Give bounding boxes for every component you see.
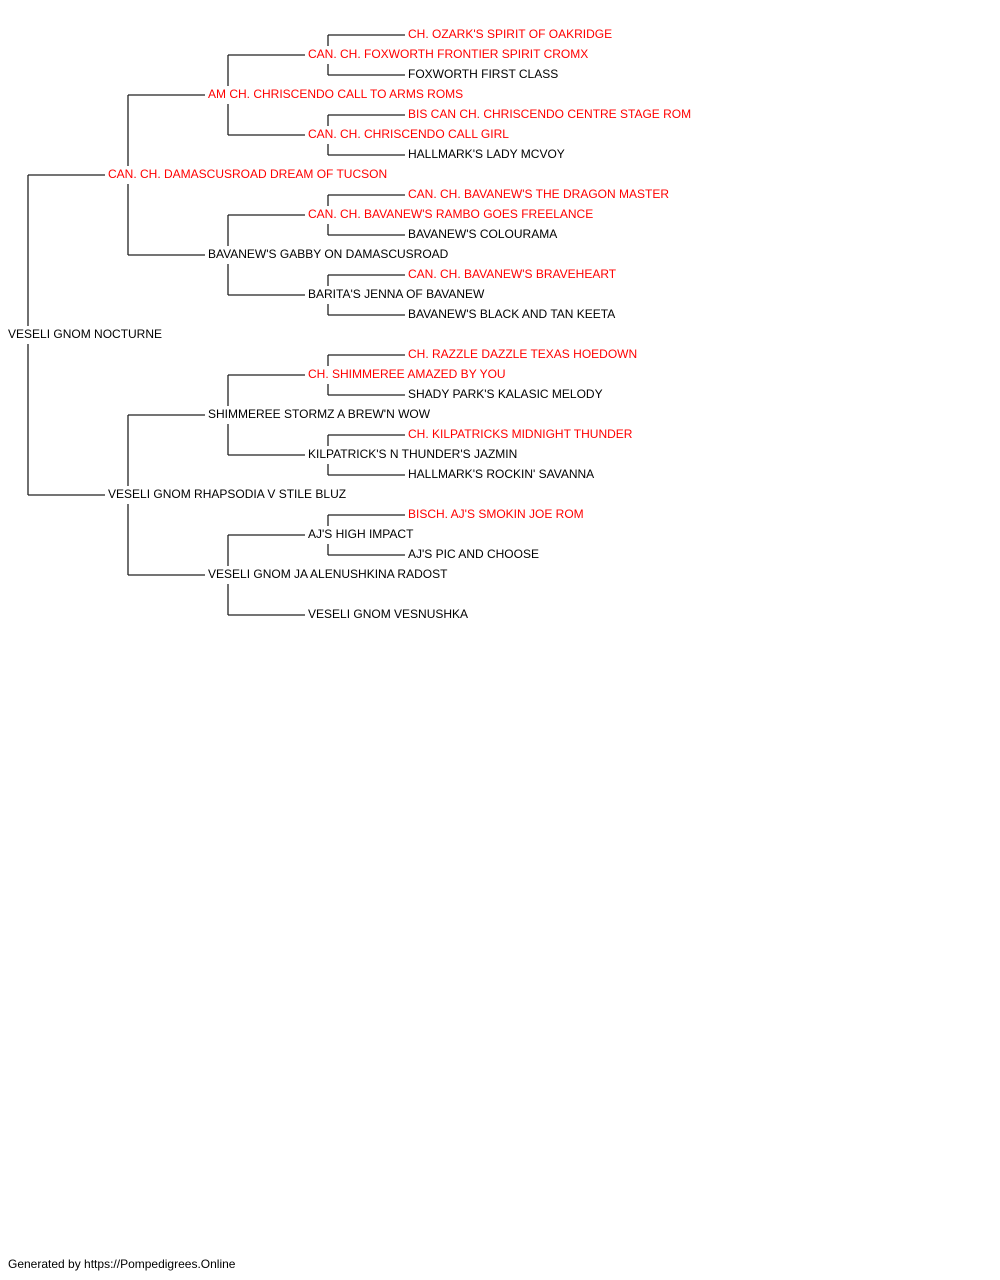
dog-name: BIS CAN CH. CHRISCENDO CENTRE STAGE ROM	[408, 107, 692, 121]
dog-name: HALLMARK'S LADY MCVOY	[408, 147, 565, 161]
dog-name: CH. RAZZLE DAZZLE TEXAS HOEDOWN	[408, 347, 638, 361]
dog-name: KILPATRICK'S N THUNDER'S JAZMIN	[308, 447, 518, 461]
dog-name: CAN. CH. CHRISCENDO CALL GIRL	[308, 127, 509, 141]
dog-name: SHIMMEREE STORMZ A BREW'N WOW	[208, 407, 431, 421]
dog-name: BAVANEW'S GABBY ON DAMASCUSROAD	[208, 247, 449, 261]
dog-name: CAN. CH. DAMASCUSROAD DREAM OF TUCSON	[108, 167, 388, 181]
dog-name: SHADY PARK'S KALASIC MELODY	[408, 387, 603, 401]
dog-name: CAN. CH. BAVANEW'S THE DRAGON MASTER	[408, 187, 669, 201]
dog-name: VESELI GNOM RHAPSODIA V STILE BLUZ	[108, 487, 347, 501]
dog-name: VESELI GNOM NOCTURNE	[8, 327, 163, 341]
dog-name: CH. OZARK'S SPIRIT OF OAKRIDGE	[408, 27, 613, 41]
dog-name: HALLMARK'S ROCKIN' SAVANNA	[408, 467, 595, 481]
dog-name: BAVANEW'S BLACK AND TAN KEETA	[408, 307, 616, 321]
footer-credit: Generated by https://Pompedigrees.Online	[8, 1257, 236, 1271]
dog-name: CH. SHIMMEREE AMAZED BY YOU	[308, 367, 506, 381]
dog-name: VESELI GNOM VESNUSHKA	[308, 607, 469, 621]
dog-name: BARITA'S JENNA OF BAVANEW	[308, 287, 485, 301]
dog-name: CAN. CH. BAVANEW'S RAMBO GOES FREELANCE	[308, 207, 594, 221]
dog-name: CAN. CH. BAVANEW'S BRAVEHEART	[408, 267, 617, 281]
dog-name: FOXWORTH FIRST CLASS	[408, 67, 559, 81]
dog-name: CAN. CH. FOXWORTH FRONTIER SPIRIT CROMX	[308, 47, 589, 61]
dog-name: AJ'S HIGH IMPACT	[308, 527, 414, 541]
dog-name: AJ'S PIC AND CHOOSE	[408, 547, 539, 561]
dog-name: BAVANEW'S COLOURAMA	[408, 227, 558, 241]
dog-name: VESELI GNOM JA ALENUSHKINA RADOST	[208, 567, 448, 581]
dog-name: BISCH. AJ'S SMOKIN JOE ROM	[408, 507, 584, 521]
dog-name: AM CH. CHRISCENDO CALL TO ARMS ROMS	[208, 87, 464, 101]
dog-name: CH. KILPATRICKS MIDNIGHT THUNDER	[408, 427, 633, 441]
